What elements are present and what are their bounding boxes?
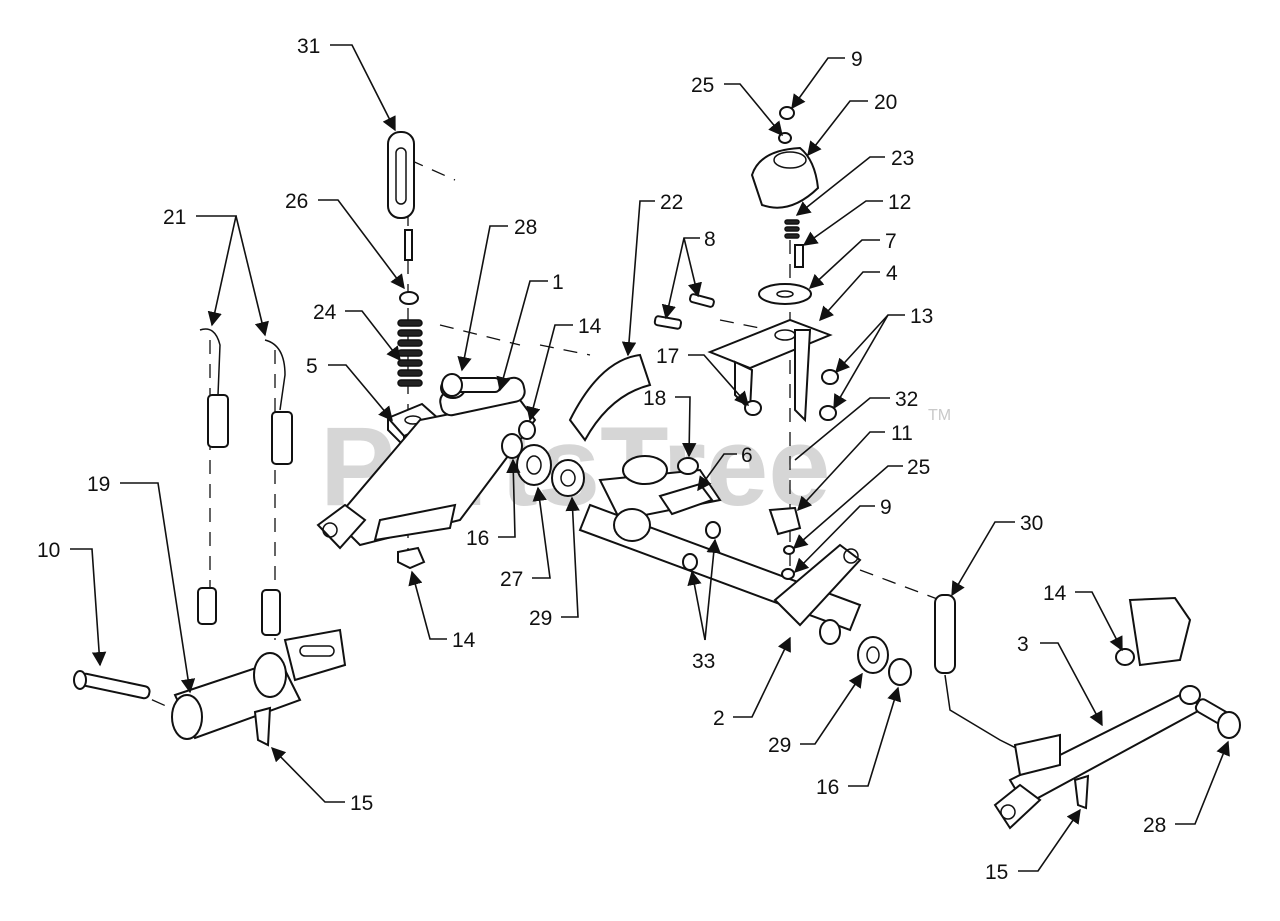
part-nut-14b <box>518 420 536 440</box>
callout-32: 32 <box>895 388 918 411</box>
callout-6: 6 <box>741 444 753 467</box>
callout-19: 19 <box>87 473 110 496</box>
part-bolt-28a <box>441 373 501 397</box>
part-bolt-8b <box>653 315 683 330</box>
callout-28-left: 28 <box>514 216 537 239</box>
part-rod-30 <box>934 594 1021 751</box>
part-rod-upper <box>404 229 413 261</box>
callout-14-right: 14 <box>1043 582 1067 605</box>
part-bolt-8a <box>688 293 715 308</box>
callout-21: 21 <box>163 206 186 229</box>
callout-29-left: 29 <box>529 607 552 630</box>
part-washer-18 <box>677 457 699 475</box>
callout-23: 23 <box>891 147 914 170</box>
callout-4: 4 <box>886 262 898 285</box>
callout-8: 8 <box>704 228 716 251</box>
callout-22: 22 <box>660 191 683 214</box>
callout-12: 12 <box>888 191 911 214</box>
callout-13: 13 <box>910 305 933 328</box>
part-bracket-14 <box>1115 596 1192 667</box>
part-nut-9b <box>781 568 795 580</box>
part-nut-13b <box>819 405 837 421</box>
callout-1: 1 <box>552 271 564 294</box>
callout-9-lower: 9 <box>880 496 892 519</box>
part-washer-25b <box>783 545 795 555</box>
part-clip-15a <box>253 706 272 747</box>
part-nut-33b <box>682 553 698 571</box>
callout-25-lower: 25 <box>907 456 930 479</box>
part-nut-33a <box>705 521 721 539</box>
callout-15-right: 15 <box>985 861 1008 884</box>
callout-14-upper: 14 <box>578 315 602 338</box>
callout-27: 27 <box>500 568 523 591</box>
callout-2: 2 <box>713 707 725 730</box>
callout-26: 26 <box>285 190 308 213</box>
callout-31: 31 <box>297 35 320 58</box>
callout-9-top: 9 <box>851 48 863 71</box>
callout-16-right: 16 <box>816 776 839 799</box>
part-bushing-16b <box>888 658 912 686</box>
callout-15-left: 15 <box>350 792 373 815</box>
part-nut-14a <box>397 546 426 570</box>
callout-29-right: 29 <box>768 734 791 757</box>
part-clip-15b <box>1073 774 1090 810</box>
callout-5: 5 <box>306 355 318 378</box>
callout-11: 11 <box>891 422 913 445</box>
part-knob-20 <box>750 146 820 209</box>
callout-18: 18 <box>643 387 666 410</box>
part-washer-26 <box>399 291 419 305</box>
watermark-tm: TM <box>928 407 951 424</box>
part-washer-27 <box>516 444 552 486</box>
callout-24: 24 <box>313 301 337 324</box>
part-arm-19 <box>171 628 347 740</box>
part-bearing-29b <box>857 636 889 674</box>
callout-14-lower: 14 <box>452 629 476 652</box>
part-spacer-11 <box>768 506 802 536</box>
callout-20: 20 <box>874 91 897 114</box>
part-link-6 <box>658 482 714 516</box>
callout-labels: 31 9 25 20 23 26 21 28 22 8 12 7 1 14 4 … <box>37 35 1166 884</box>
part-bolt-28b <box>1194 698 1241 739</box>
part-nut-9a <box>779 106 795 120</box>
part-spring-24 <box>397 319 423 387</box>
callout-28-right: 28 <box>1143 814 1166 837</box>
part-bearing-29a <box>551 459 585 497</box>
part-nut-13a <box>821 369 839 385</box>
part-plate-22 <box>568 353 652 442</box>
part-pin-10 <box>73 670 151 700</box>
part-nut-17 <box>744 400 762 416</box>
part-cables-21 <box>197 328 293 636</box>
part-link-31 <box>387 131 415 219</box>
callout-30: 30 <box>1020 512 1043 535</box>
part-spring-23 <box>784 219 800 239</box>
callout-17: 17 <box>656 345 679 368</box>
callout-10: 10 <box>37 539 60 562</box>
callout-16-left: 16 <box>466 527 489 550</box>
callout-7: 7 <box>885 230 897 253</box>
part-arm-3 <box>993 685 1202 830</box>
part-bushing-16a <box>501 433 523 459</box>
callout-3: 3 <box>1017 633 1029 656</box>
callout-33: 33 <box>692 650 715 673</box>
part-pin-12 <box>794 244 804 268</box>
part-washer-7 <box>758 283 812 305</box>
callout-25-top: 25 <box>691 74 714 97</box>
leader-lines <box>70 44 1230 872</box>
